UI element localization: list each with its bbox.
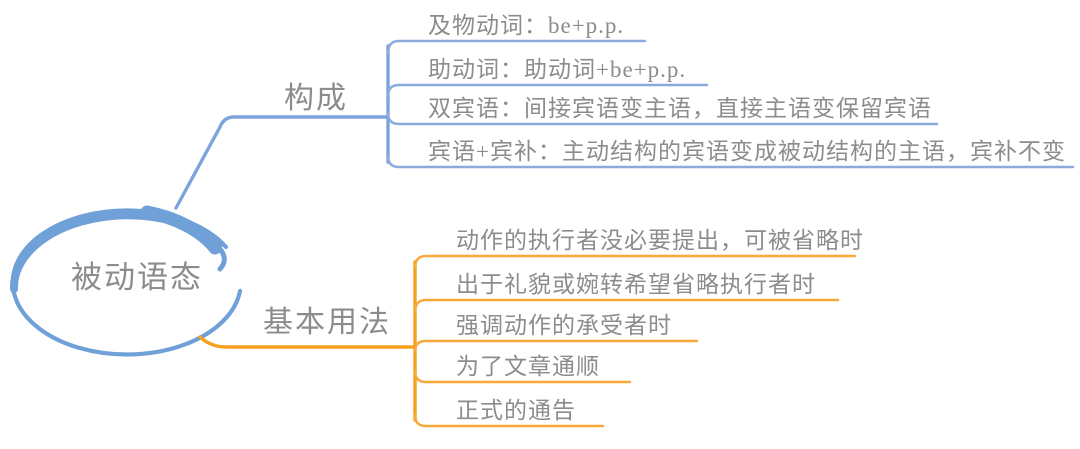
- leaf-underline: [413, 339, 699, 353]
- leaf-node[interactable]: 宾语+宾补：主动结构的宾语变成被动结构的主语，宾补不变: [428, 139, 1066, 164]
- branch-line-goucheng: [174, 115, 388, 210]
- leaf-node[interactable]: 强调动作的承受者时: [456, 313, 672, 338]
- branch-node-jibenyongfa[interactable]: 基本用法: [263, 306, 391, 339]
- leaf-underline: [413, 254, 857, 270]
- leaf-node[interactable]: 正式的通告: [456, 398, 576, 423]
- leaf-underline: [386, 154, 1075, 169]
- leaf-underline: [386, 83, 709, 98]
- leaf-underline: [386, 111, 939, 126]
- root-node-label[interactable]: 被动语态: [71, 260, 203, 295]
- branch-node-goucheng[interactable]: 构成: [284, 82, 348, 115]
- leaf-node[interactable]: 为了文章通顺: [456, 354, 600, 379]
- leaf-node[interactable]: 双宾语：间接宾语变主语，直接主语变保留宾语: [428, 96, 932, 121]
- leaf-underline: [413, 413, 605, 428]
- branch-line-jibenyongfa: [198, 335, 415, 349]
- root-ellipse-swoosh-thick: [140, 205, 222, 255]
- leaf-underline: [413, 369, 632, 384]
- leaf-underline: [413, 298, 840, 314]
- leaf-node[interactable]: 出于礼貌或婉转希望省略执行者时: [456, 272, 816, 297]
- leaf-underline: [386, 39, 647, 55]
- leaf-node[interactable]: 助动词：助动词+be+p.p.: [428, 57, 687, 82]
- root-ellipse-hook: [214, 243, 227, 272]
- leaf-node[interactable]: 及物动词：be+p.p.: [428, 13, 625, 38]
- leaf-node[interactable]: 动作的执行者没必要提出，可被省略时: [456, 228, 864, 253]
